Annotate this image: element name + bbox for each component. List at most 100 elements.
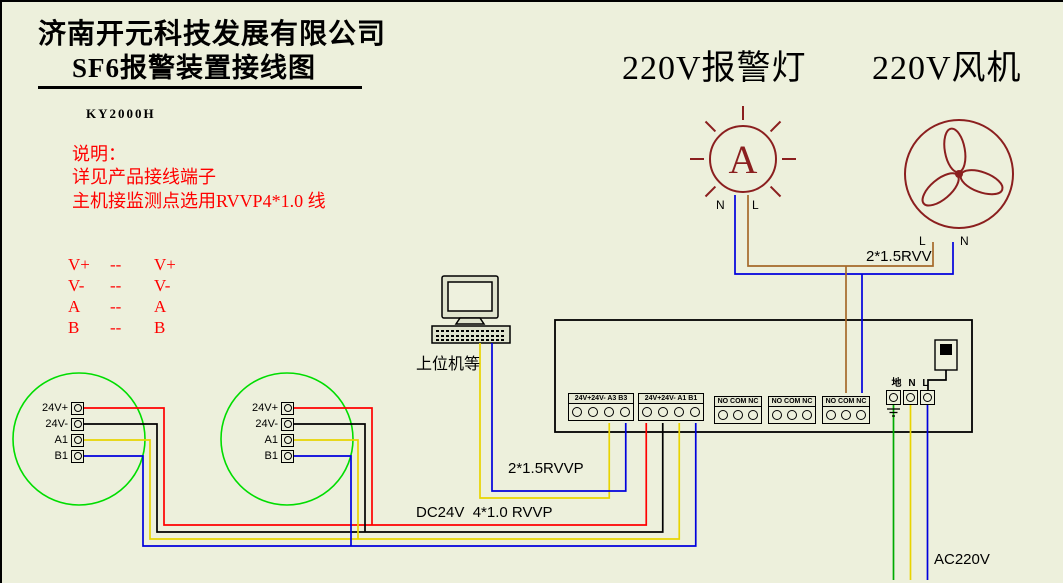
terminal-row xyxy=(568,404,634,421)
signal-map-row: B -- B xyxy=(68,317,176,338)
terminal-group-relay-3: NO COM NC xyxy=(822,396,870,424)
sensor-terminal-label: 24V+ xyxy=(42,402,68,414)
sensor-2-circle xyxy=(220,372,354,506)
signal-from: A xyxy=(68,297,81,316)
terminal xyxy=(786,410,797,420)
terminal xyxy=(642,407,652,417)
terminal xyxy=(658,407,668,417)
terminal xyxy=(802,410,813,420)
signal-to: V+ xyxy=(154,255,176,274)
terminal xyxy=(748,410,759,420)
host-computer-label: 上位机等 xyxy=(416,356,481,373)
signal-from: V+ xyxy=(68,255,90,274)
terminal xyxy=(71,433,84,447)
signal-map-row: A -- A xyxy=(68,296,176,317)
wires xyxy=(84,195,954,580)
signal-map-row: V+ -- V+ xyxy=(68,254,176,275)
wire-host-a3 xyxy=(479,343,611,499)
model-number: KY2000H xyxy=(86,106,156,121)
controller-box xyxy=(554,319,973,433)
terminal-group-label: 24V+24V- A3 B3 xyxy=(568,393,634,404)
terminal xyxy=(674,407,684,417)
sensor-terminal-label: 24V- xyxy=(45,418,68,430)
sensor-terminal-row: 24V- xyxy=(32,416,84,432)
terminal xyxy=(71,417,84,431)
terminal-group-relay-2: NO COM NC xyxy=(768,396,816,424)
terminal xyxy=(620,407,630,417)
sensor-1-circle xyxy=(12,372,146,506)
alarm-lamp-title: 220V报警灯 xyxy=(622,50,807,87)
terminal-group-relay-1: NO COM NC xyxy=(714,396,762,424)
signal-sep: -- xyxy=(110,255,122,274)
wire-component-link xyxy=(927,370,947,390)
sensor-terminal-row: 24V- xyxy=(242,416,294,432)
wire-24vplus xyxy=(84,407,648,526)
sensor-terminal-row: A1 xyxy=(32,432,84,448)
terminal xyxy=(281,449,294,463)
terminal xyxy=(281,417,294,431)
signal-to: B xyxy=(154,318,166,337)
fan-icon xyxy=(904,119,1014,229)
terminal xyxy=(690,407,700,417)
cable-label-dc24v: DC24V 4*1.0 RVVP xyxy=(416,504,553,521)
lamp-terminal-l: L xyxy=(752,198,759,212)
sensor-terminal-label: A1 xyxy=(264,434,278,446)
terminal-row xyxy=(768,407,816,424)
wire-24vminus xyxy=(84,423,664,533)
terminal xyxy=(281,433,294,447)
sensor-terminal-label: B1 xyxy=(54,450,68,462)
ground-symbol xyxy=(887,408,900,417)
cable-label-rvv: 2*1.5RVV xyxy=(866,248,932,265)
note-line-1: 详见产品接线端子 xyxy=(72,167,216,187)
signal-from: V- xyxy=(68,276,85,295)
sensor-1-terminal-block: 24V+ 24V- A1 B1 xyxy=(32,400,84,464)
wire-b1 xyxy=(84,423,697,547)
terminal-row xyxy=(714,407,762,424)
sensor-terminal-label: 24V+ xyxy=(252,402,278,414)
terminal-group-a3b3: 24V+24V- A3 B3 xyxy=(568,393,634,421)
terminal-neutral xyxy=(903,390,918,405)
terminal xyxy=(717,410,728,420)
notes-heading: 说明： xyxy=(72,144,126,164)
power-terminal-row xyxy=(886,390,935,405)
signal-sep: -- xyxy=(110,276,122,295)
sensor-terminal-row: A1 xyxy=(242,432,294,448)
lamp-terminal-n: N xyxy=(716,198,725,212)
wire-a1-branch xyxy=(294,439,359,539)
wire-a1 xyxy=(84,423,681,540)
sensor-terminal-label: 24V- xyxy=(255,418,278,430)
wire-lamp-fan-l xyxy=(747,195,934,267)
terminal-group-a1b1: 24V+24V- A1 B1 xyxy=(638,393,704,421)
terminal-ground xyxy=(886,390,901,405)
sensor-terminal-label: A1 xyxy=(54,434,68,446)
terminal-group-label: NO COM NC xyxy=(714,396,762,407)
wire-24vplus-branch xyxy=(294,407,373,525)
terminal xyxy=(604,407,614,417)
company-name: 济南开元科技发展有限公司 xyxy=(38,19,387,50)
sensor-terminal-row: B1 xyxy=(242,448,294,464)
cable-label-ac220v: AC220V xyxy=(934,551,990,568)
terminal-row xyxy=(638,404,704,421)
terminal-group-label: NO COM NC xyxy=(822,396,870,407)
terminal xyxy=(588,407,598,417)
terminal xyxy=(572,407,582,417)
sensor-circle-outlines xyxy=(12,372,354,506)
terminal-row xyxy=(822,407,870,424)
signal-to: V- xyxy=(154,276,171,295)
terminal xyxy=(856,410,867,420)
signal-sep: -- xyxy=(110,297,122,316)
diagram-title: SF6报警装置接线图 xyxy=(72,53,317,83)
wire-24vminus-branch xyxy=(294,423,366,532)
signal-map: V+ -- V+ V- -- V- A -- A B -- B xyxy=(68,254,176,338)
signal-sep: -- xyxy=(110,318,122,337)
power-terminals-label: 地 N L xyxy=(891,378,931,389)
terminal xyxy=(71,401,84,415)
cable-label-rvvp: 2*1.5RVVP xyxy=(508,460,584,477)
terminal-group-label: NO COM NC xyxy=(768,396,816,407)
alarm-lamp-letter: A xyxy=(729,137,758,182)
sensor-terminal-row: 24V+ xyxy=(242,400,294,416)
sensor-terminal-label: B1 xyxy=(264,450,278,462)
signal-to: A xyxy=(154,297,167,316)
